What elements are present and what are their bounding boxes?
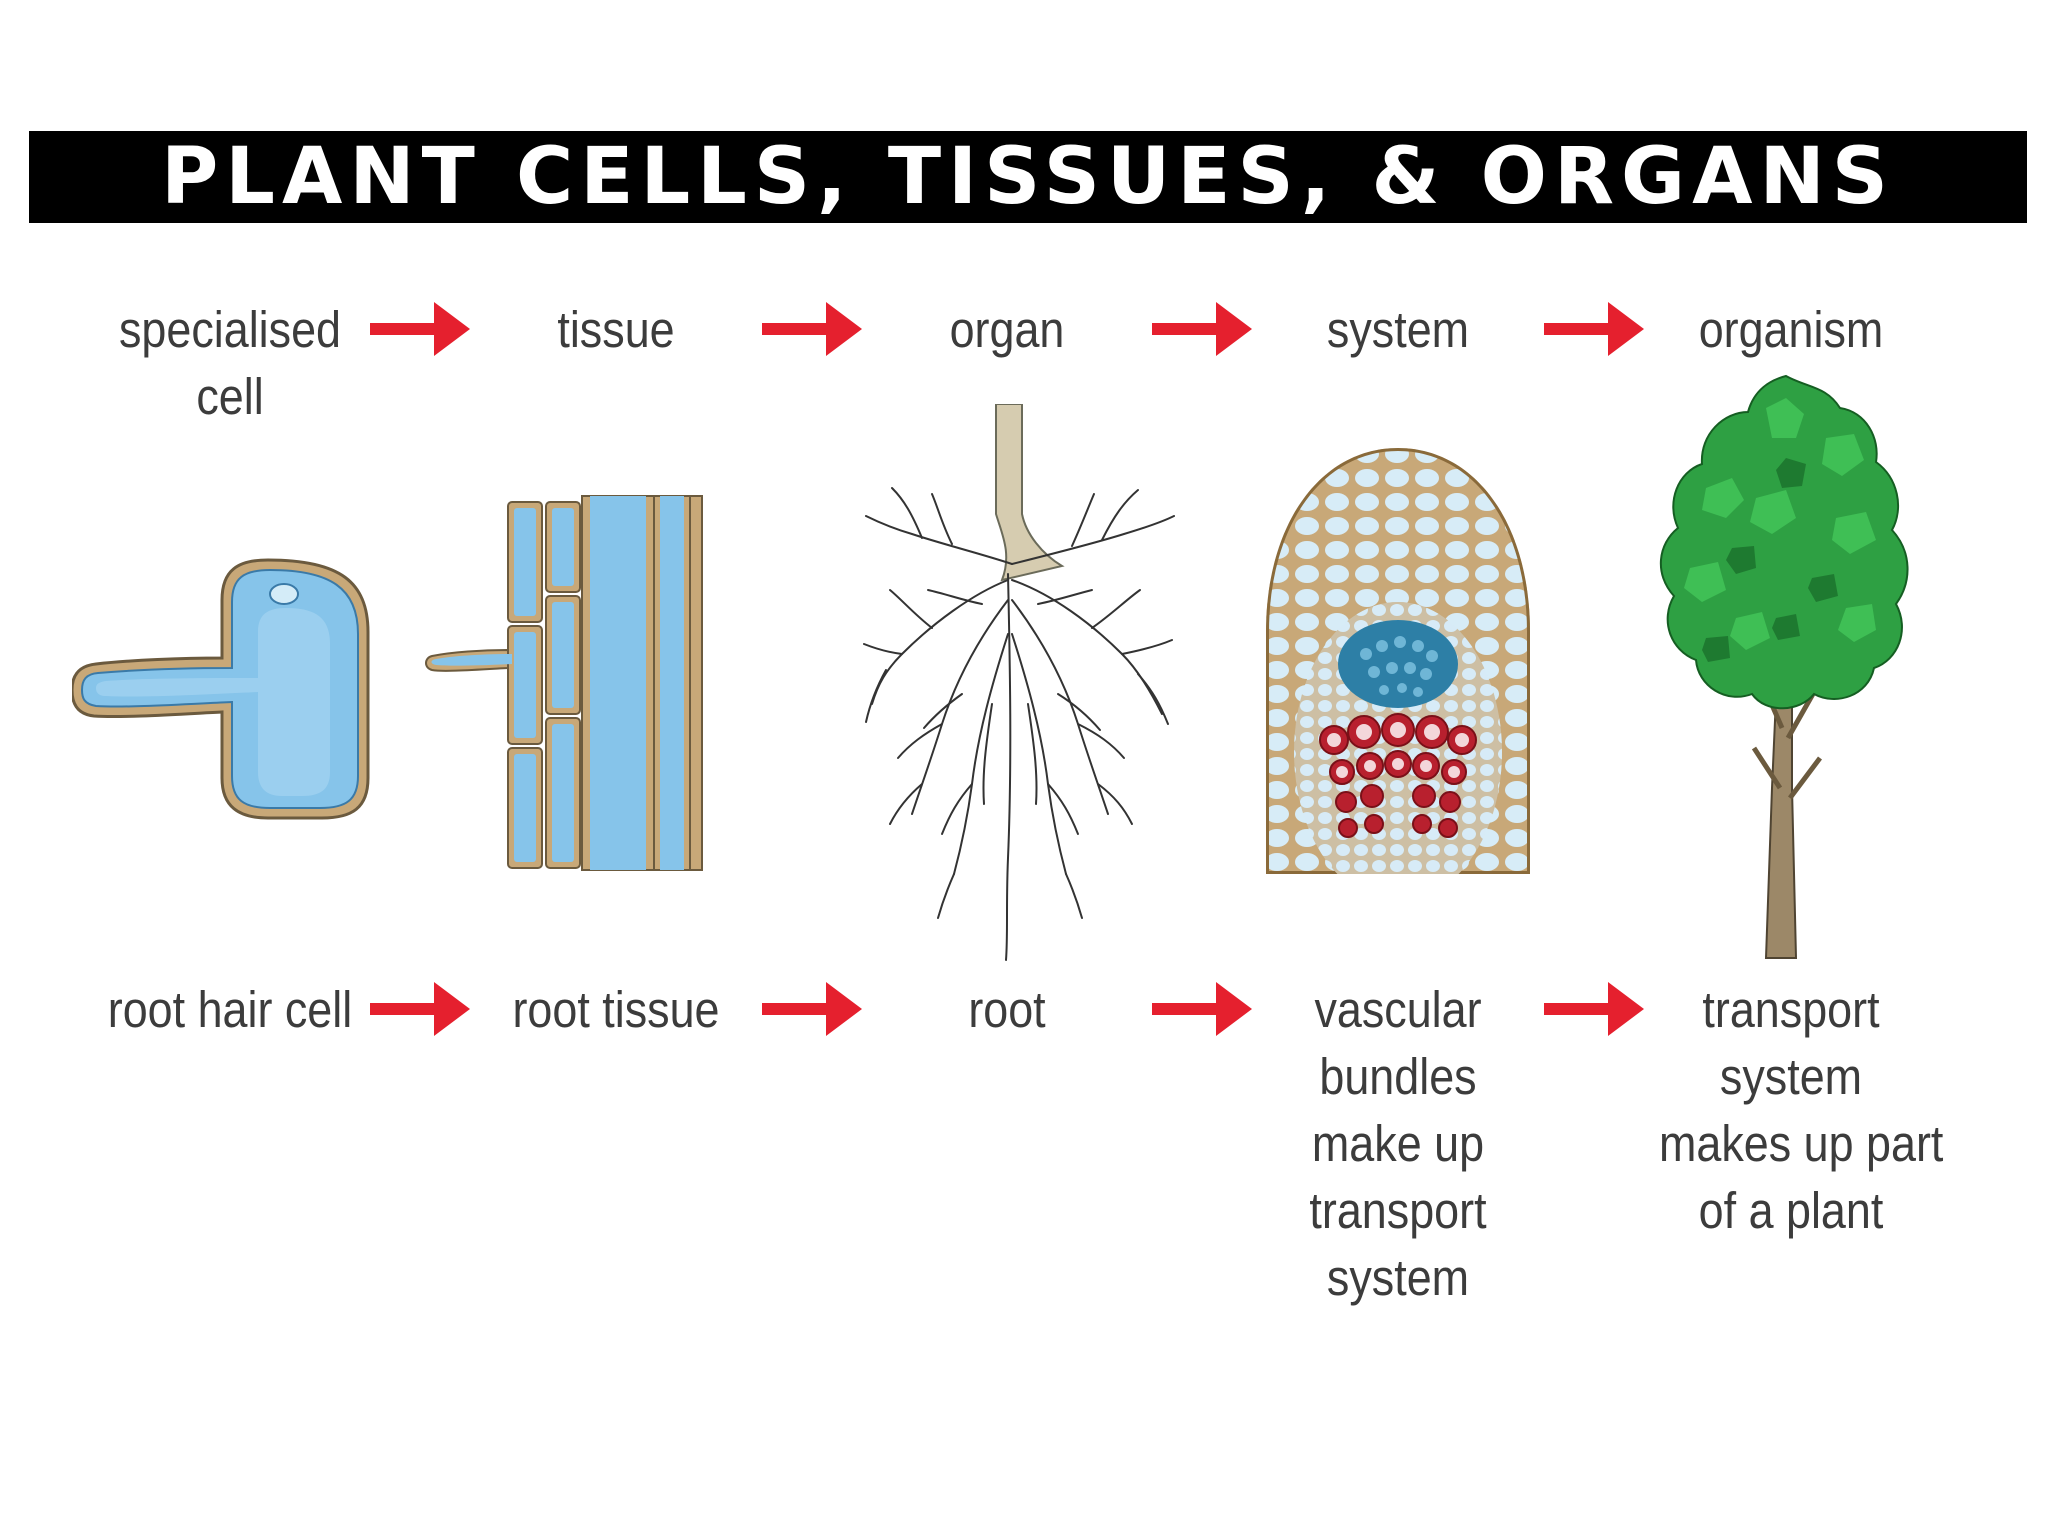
example-line: of a plant [1698,1182,1884,1239]
arrow-right-icon [1544,302,1644,356]
heading-line: organ [949,301,1065,358]
heading-line: system [1326,301,1470,358]
example-root-tissue: root tissue [484,976,748,1043]
arrow-right-icon [762,982,862,1036]
root-system-illustration [863,404,1175,961]
arrow-right-icon [762,302,862,356]
root-hair-cell-illustration [72,558,370,820]
arrow-right-icon [1544,982,1644,1036]
arrow-right-icon [1152,302,1252,356]
heading-line: specialised [118,301,342,358]
example-root: root [875,976,1139,1043]
vascular-bundle-cross-section-illustration [1266,448,1530,874]
example-line: transport [1309,1182,1487,1239]
root-tissue-illustration [425,495,703,871]
example-line: root hair cell [107,981,353,1038]
diagram-title: PLANT CELLS, TISSUES, & ORGANS [161,132,1895,222]
example-line: root tissue [512,981,720,1038]
arrow-right-icon [370,302,470,356]
example-line: makes up part [1659,1115,1944,1172]
heading-line: tissue [557,301,675,358]
heading-line: organism [1698,301,1884,358]
example-line: root [968,981,1046,1038]
arrow-right-icon [1152,982,1252,1036]
heading-specialised-cell: specialised cell [98,296,362,430]
heading-organ: organ [875,296,1139,363]
example-vascular-bundles: vascular bundles make up transport syste… [1266,976,1530,1311]
example-root-hair-cell: root hair cell [98,976,362,1043]
arrow-right-icon [370,982,470,1036]
title-bar: PLANT CELLS, TISSUES, & ORGANS [29,131,2027,223]
example-line: vascular [1314,981,1482,1038]
example-line: system [1719,1048,1863,1105]
heading-line: cell [196,368,264,425]
heading-tissue: tissue [484,296,748,363]
example-line: make up [1311,1115,1485,1172]
heading-system: system [1266,296,1530,363]
example-line: transport [1702,981,1880,1038]
example-transport-system: transport system makes up part of a plan… [1659,976,1944,1244]
heading-organism: organism [1659,296,1923,363]
example-line: system [1326,1249,1470,1306]
tree-illustration [1660,374,1909,959]
example-line: bundles [1319,1048,1477,1105]
